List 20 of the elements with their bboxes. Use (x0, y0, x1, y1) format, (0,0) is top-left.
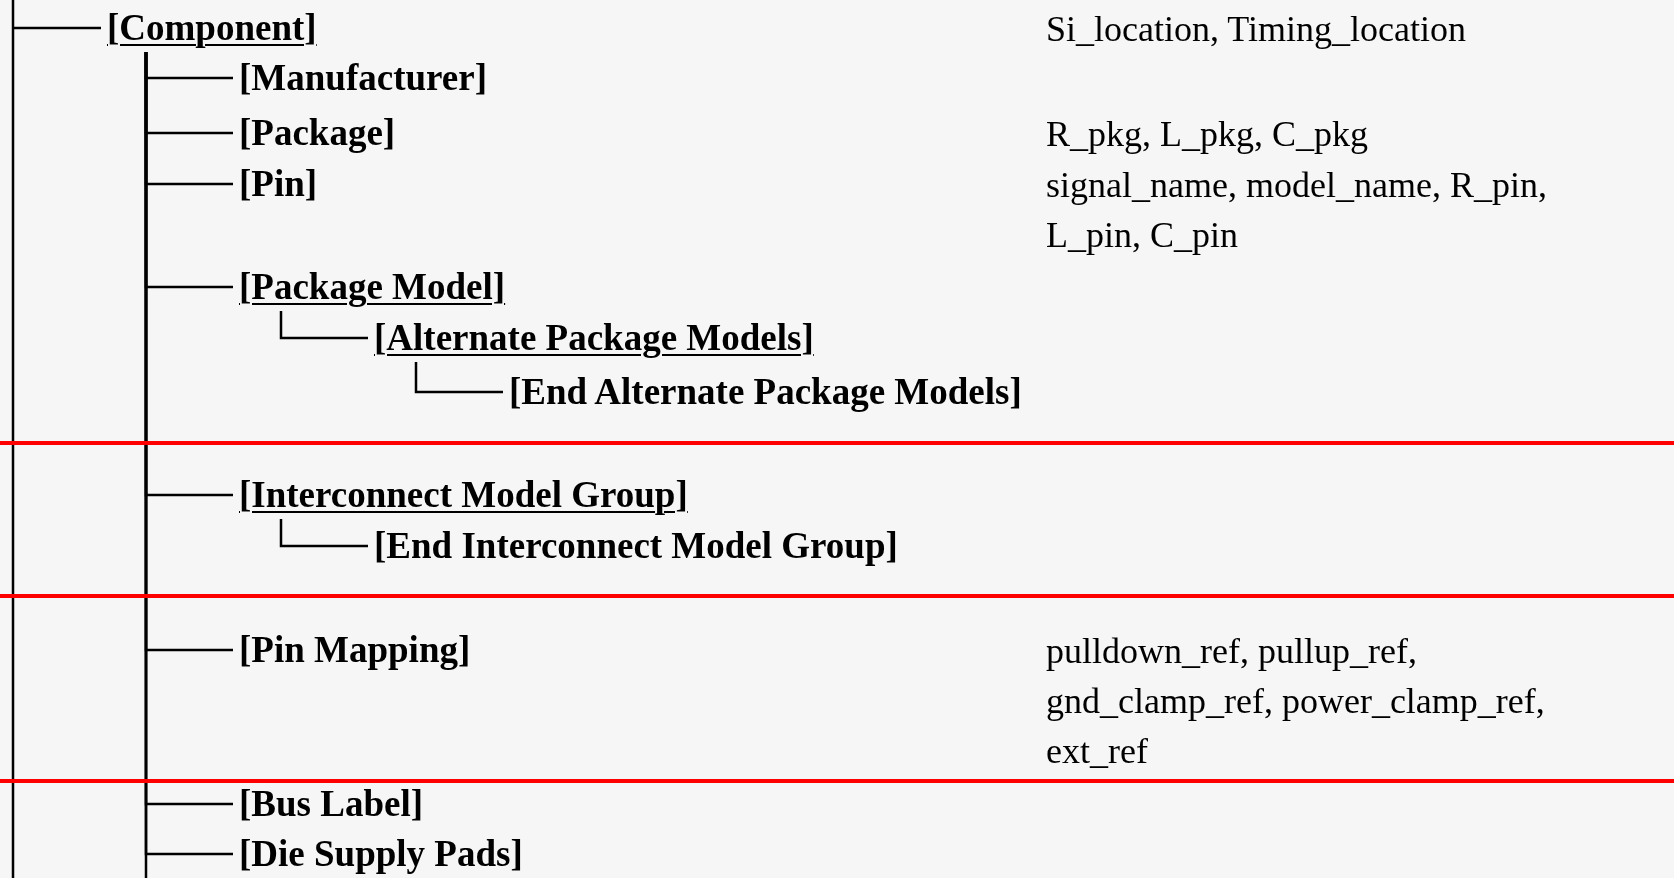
keyword-label: [End Interconnect Model Group] (374, 522, 898, 570)
keyword-label: [Component] (107, 4, 317, 52)
keyword-label: [Manufacturer] (239, 54, 487, 102)
keyword-label: [End Alternate Package Models] (509, 368, 1022, 416)
keyword-label: [Package Model] (239, 263, 506, 311)
parameter-text: signal_name, model_name, R_pin, L_pin, C_pin (1046, 164, 1548, 257)
keyword-label: [Interconnect Model Group] (239, 471, 688, 519)
keyword-label: [Pin Mapping] (239, 626, 471, 674)
keyword-label: [Die Supply Pads] (239, 830, 523, 878)
tree-connector (279, 519, 368, 548)
keyword-label: [Pin] (239, 160, 318, 208)
parameter-text: R_pkg, L_pkg, C_pkg (1046, 113, 1369, 156)
keyword-label: [Alternate Package Models] (374, 314, 814, 362)
tree-connector (279, 311, 368, 340)
keyword-label: [Package] (239, 109, 396, 157)
keyword-label: [Bus Label] (239, 780, 423, 828)
parameter-text: pulldown_ref, pullup_ref, gnd_clamp_ref, power_clamp_ref, ext_ref (1046, 630, 1546, 773)
parameter-text: Si_location, Timing_location (1046, 8, 1468, 51)
tree-connector (13, 26, 101, 30)
tree-connector (414, 362, 503, 394)
